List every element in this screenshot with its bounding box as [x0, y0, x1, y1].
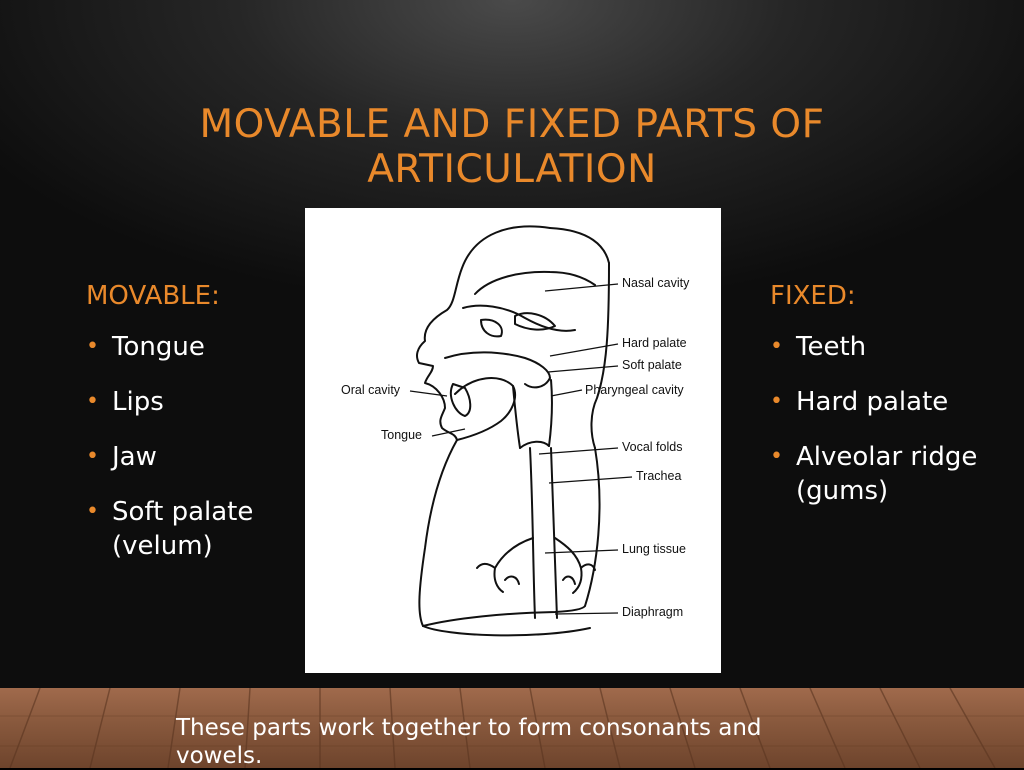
label-vocal-folds: Vocal folds — [622, 440, 683, 454]
label-lung-tissue: Lung tissue — [622, 542, 686, 556]
wood-floor — [0, 688, 1024, 768]
movable-list: • Tongue • Lips • Jaw • Soft palate (velum) — [86, 330, 286, 584]
bullet-icon: • — [86, 444, 99, 469]
label-pharyngeal-cavity: Pharyngeal cavity — [585, 383, 684, 397]
list-item-text: Teeth — [796, 332, 867, 362]
label-soft-palate: Soft palate — [622, 358, 682, 372]
label-diaphragm: Diaphragm — [622, 605, 684, 619]
fixed-list: • Teeth • Hard palate • Alveolar ridge (gum… — [770, 330, 1000, 529]
list-item-text: Alveolar ridge (gums) — [796, 442, 978, 506]
list-item-text: Lips — [112, 387, 164, 417]
bullet-icon: • — [770, 389, 783, 414]
bullet-icon: • — [86, 334, 99, 359]
list-item: • Jaw — [86, 440, 286, 474]
label-oral-cavity: Oral cavity — [341, 383, 401, 397]
bullet-icon: • — [86, 389, 99, 414]
slide-caption: These parts work together to form conson… — [176, 715, 762, 769]
label-nasal-cavity: Nasal cavity — [622, 276, 690, 290]
vocal-tract-diagram: Nasal cavity Hard palate Soft palate Pha… — [305, 208, 721, 673]
bullet-icon: • — [770, 334, 783, 359]
list-item-text: Soft palate (velum) — [112, 497, 254, 561]
movable-heading: MOVABLE: — [86, 281, 220, 311]
slide-title: MOVABLE AND FIXED PARTS OF ARTICULATION — [199, 102, 825, 192]
fixed-heading: FIXED: — [770, 281, 856, 311]
label-tongue: Tongue — [381, 428, 423, 442]
list-item: • Soft palate (velum) — [86, 495, 286, 563]
list-item: • Alveolar ridge (gums) — [770, 440, 1000, 508]
vocal-tract-drawing — [409, 225, 633, 637]
label-hard-palate: Hard palate — [622, 336, 687, 350]
list-item-text: Jaw — [112, 442, 157, 472]
list-item: • Teeth — [770, 330, 1000, 364]
list-item-text: Tongue — [112, 332, 205, 362]
bullet-icon: • — [770, 444, 783, 469]
list-item: • Tongue — [86, 330, 286, 364]
list-item: • Hard palate — [770, 385, 1000, 419]
bullet-icon: • — [86, 499, 99, 524]
list-item-text: Hard palate — [796, 387, 949, 417]
list-item: • Lips — [86, 385, 286, 419]
label-trachea: Trachea — [636, 469, 682, 483]
